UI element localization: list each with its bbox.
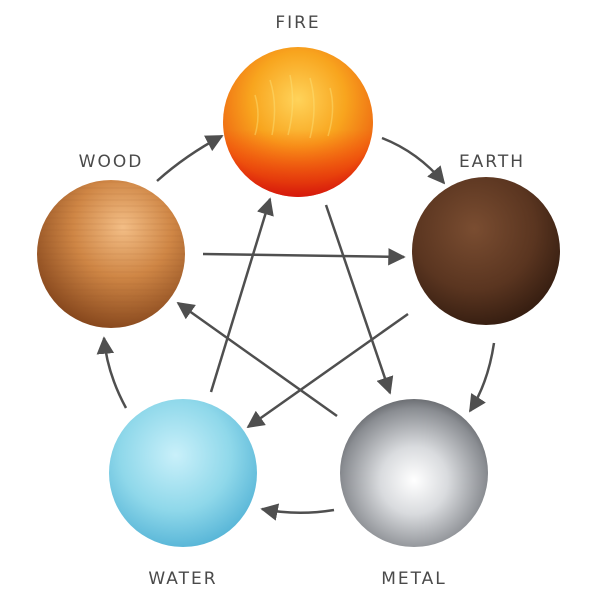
- earth-label: EARTH: [459, 152, 525, 172]
- arrow-fire-to-metal: [324, 204, 394, 395]
- arrow-water-to-wood: [96, 336, 128, 409]
- element-wood: WOOD: [37, 152, 185, 328]
- wood-label: WOOD: [79, 152, 144, 172]
- metal-label: METAL: [381, 569, 447, 589]
- arrow-wood-to-earth: [202, 248, 406, 266]
- water-label: WATER: [148, 569, 217, 589]
- arrow-water-to-fire: [209, 197, 274, 393]
- arrow-metal-to-water: [260, 503, 335, 521]
- fire-label: FIRE: [275, 13, 320, 33]
- water-sphere: [109, 399, 257, 547]
- generating-cycle: [96, 134, 496, 521]
- controlling-cycle: [176, 197, 409, 429]
- element-fire: FIRE: [223, 13, 373, 197]
- element-earth: EARTH: [412, 152, 560, 325]
- arrow-earth-to-metal: [468, 342, 496, 413]
- arrow-wood-to-fire: [156, 134, 224, 182]
- metal-sphere: [340, 399, 488, 547]
- earth-sphere: [412, 177, 560, 325]
- element-water: WATER: [109, 399, 257, 589]
- arrow-metal-to-wood: [176, 301, 338, 418]
- arrow-earth-to-water: [246, 312, 409, 429]
- element-metal: METAL: [340, 399, 488, 589]
- arrow-fire-to-earth: [381, 136, 446, 185]
